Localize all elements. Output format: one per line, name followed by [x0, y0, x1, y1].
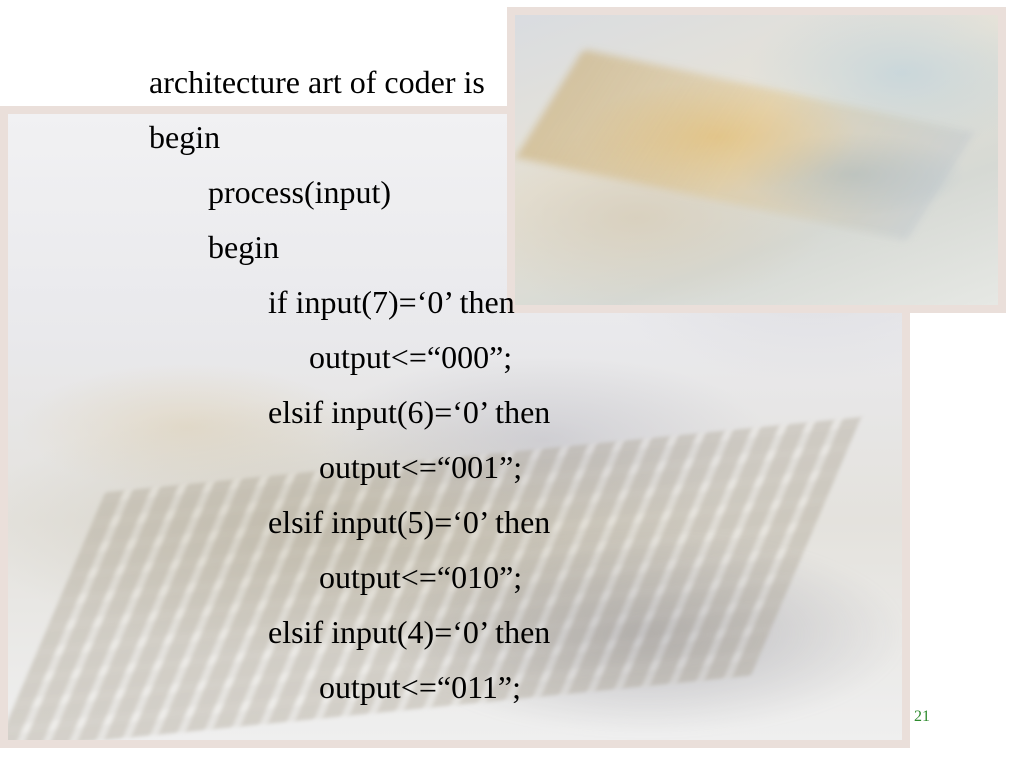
code-line: elsif input(5)=‘0’ then	[268, 504, 551, 540]
code-line: output<=“000”;	[309, 339, 513, 375]
code-line: output<=“011”;	[319, 669, 521, 705]
code-line: process(input)	[208, 174, 392, 210]
code-line: elsif input(6)=‘0’ then	[268, 394, 551, 430]
code-line: output<=“010”;	[319, 559, 523, 595]
code-line: begin	[208, 229, 280, 265]
code-line: architecture art of coder is	[149, 64, 485, 100]
code-line: output<=“001”;	[319, 449, 523, 485]
code-line: begin	[149, 119, 221, 155]
code-line: if input(7)=‘0’ then	[268, 284, 515, 320]
code-line: elsif input(4)=‘0’ then	[268, 614, 551, 650]
background-photo-card	[507, 7, 1006, 313]
page-number: 21	[914, 708, 930, 725]
